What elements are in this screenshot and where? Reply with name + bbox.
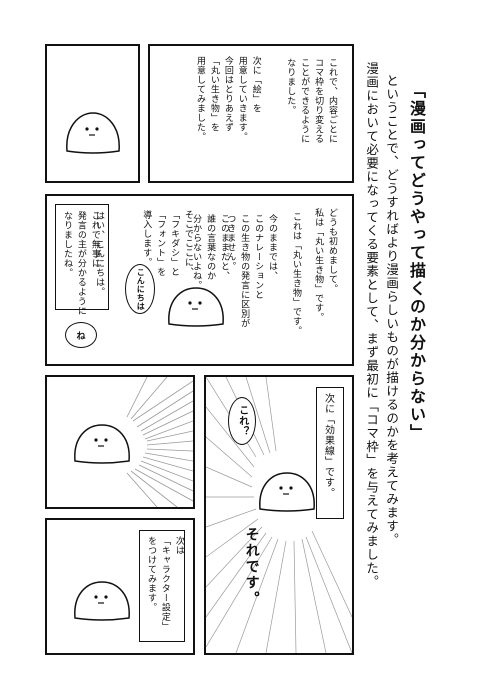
panel-5-narration: 次に「効果線」です。	[322, 393, 334, 498]
panel-5-narration-box: 次に「効果線」です。	[316, 387, 344, 519]
intro-line-2: 漫画において必要になってくる要素として、まず最初に「コマ枠」を与えてみました。	[364, 62, 380, 589]
panel-5-shout: それです。	[243, 527, 260, 607]
speech-bubble-hello: こんにちは	[125, 264, 155, 314]
panel-2-text: これで、内容ごとに コマ枠を切り変える ことができるように なりました。	[285, 58, 337, 144]
panel-3-text-5: そこでここに、 「フキダシ」と 「フォント」を 導入します。	[141, 210, 193, 277]
panel-3-text-7: これで無事に 発言の主が分かるように なりましたね。	[61, 211, 100, 316]
panel-4	[45, 375, 195, 509]
speech-bubble-kore: これ？	[228, 397, 256, 445]
round-creature	[259, 472, 315, 512]
panel-1	[45, 44, 140, 183]
round-creature	[66, 112, 120, 154]
page-title: 「漫画ってどうやって描くのか分からない」	[407, 82, 426, 442]
panel-3-text-6: はい、こんにちは。	[94, 211, 104, 297]
panel-3-text-2: これは「丸い生き物」です。	[291, 212, 301, 336]
panel-6: 次は 「キャラクター設定」 をつけてみます。	[45, 518, 195, 655]
panel-6-text: 次は 「キャラクター設定」 をつけてみます。	[145, 536, 184, 631]
panel-6-caption-box: 次は 「キャラクター設定」 をつけてみます。	[139, 530, 185, 642]
panel-3-text-4: このままだと、 誰の言葉なのか 分からないよね。	[191, 214, 229, 290]
panel-3-caption-box: はい、こんにちは。 これで無事に 発言の主が分かるように なりましたね。	[55, 204, 109, 316]
speech-bubble-ne: ね	[65, 322, 97, 348]
speed-lines	[126, 377, 193, 507]
speech-bubble-ne-text: ね	[76, 331, 86, 342]
round-creature	[168, 287, 224, 327]
panel-2-caption: 次に「絵」を 用意していきます。 今回はとりあえず 「丸い生き物」を 用意してみ…	[194, 56, 261, 142]
round-creature	[74, 581, 130, 621]
panel-2: これで、内容ごとに コマ枠を切り変える ことができるように なりました。 次に「…	[148, 44, 354, 183]
panel-5: 次に「効果線」です。 これ？ それです。	[204, 375, 354, 655]
speech-bubble-kore-text: これ？	[236, 405, 248, 437]
intro-line-1: ということで、どうすればより漫画らしいものが描けるのかを考えてみます。	[384, 74, 400, 547]
panel-3: どうも初めまして。 私は「丸い生き物」です。 これは「丸い生き物」です。 今のま…	[45, 194, 354, 366]
speech-bubble-hello-text: こんにちは	[136, 267, 146, 311]
panel-3-text-1: どうも初めまして。 私は「丸い生き物」です。	[313, 208, 337, 322]
round-creature	[74, 424, 130, 464]
panel-3-text-3: 今のままでは、 このナレーションと この生き物の発言に区別が つきません。	[225, 214, 277, 328]
